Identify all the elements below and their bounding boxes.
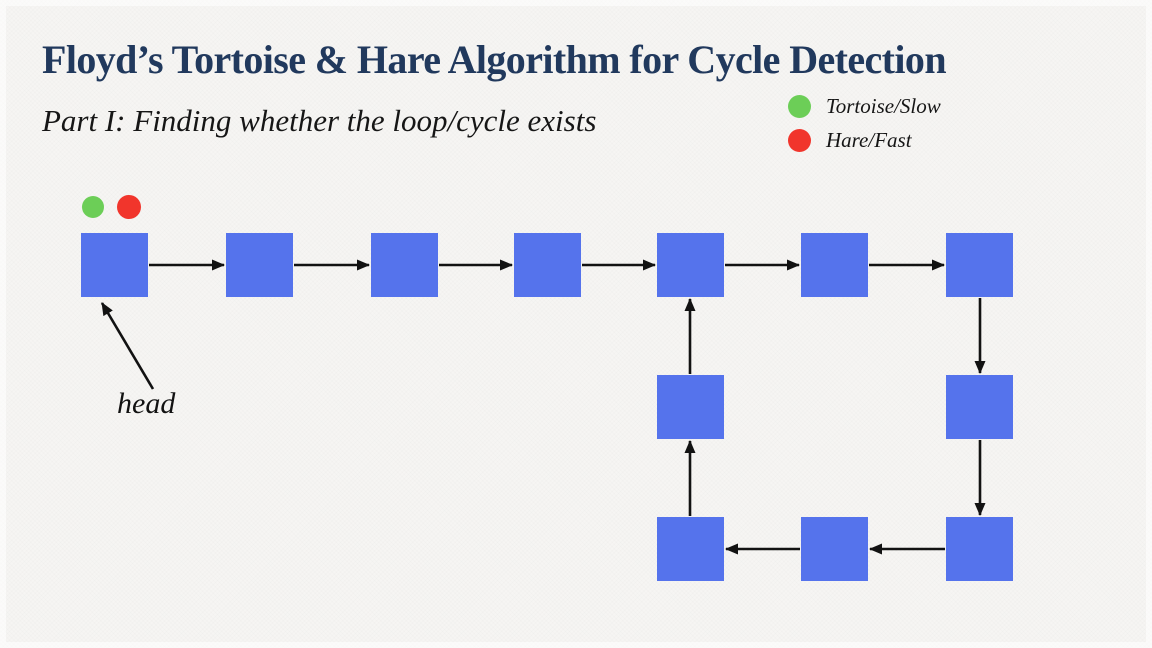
- head-label: head: [117, 387, 176, 420]
- legend-item-hare: Hare/Fast: [788, 128, 941, 153]
- list-node-lm: [657, 375, 724, 439]
- list-node-bm: [801, 517, 868, 581]
- legend-label-hare: Hare/Fast: [826, 128, 912, 152]
- list-node-n2: [226, 233, 293, 297]
- list-node-n5: [657, 233, 724, 297]
- list-node-n7: [946, 233, 1013, 297]
- legend: Tortoise/Slow Hare/Fast: [788, 94, 941, 153]
- list-node-n3: [371, 233, 438, 297]
- head-pointer-arrow: [100, 302, 155, 390]
- legend-item-tortoise: Tortoise/Slow: [788, 94, 941, 119]
- list-node-bl: [657, 517, 724, 581]
- hare-dot-icon: [788, 129, 811, 152]
- tortoise-dot-icon: [788, 95, 811, 118]
- page-title: Floyd’s Tortoise & Hare Algorithm for Cy…: [42, 37, 947, 82]
- list-node-n4: [514, 233, 581, 297]
- tortoise-runner-icon: [82, 196, 104, 218]
- legend-label-tortoise: Tortoise/Slow: [826, 94, 941, 118]
- page-subtitle: Part I: Finding whether the loop/cycle e…: [42, 103, 597, 138]
- list-node-br: [946, 517, 1013, 581]
- list-node-n1: [81, 233, 148, 297]
- list-node-rm: [946, 375, 1013, 439]
- hare-runner-icon: [117, 195, 141, 219]
- list-node-n6: [801, 233, 868, 297]
